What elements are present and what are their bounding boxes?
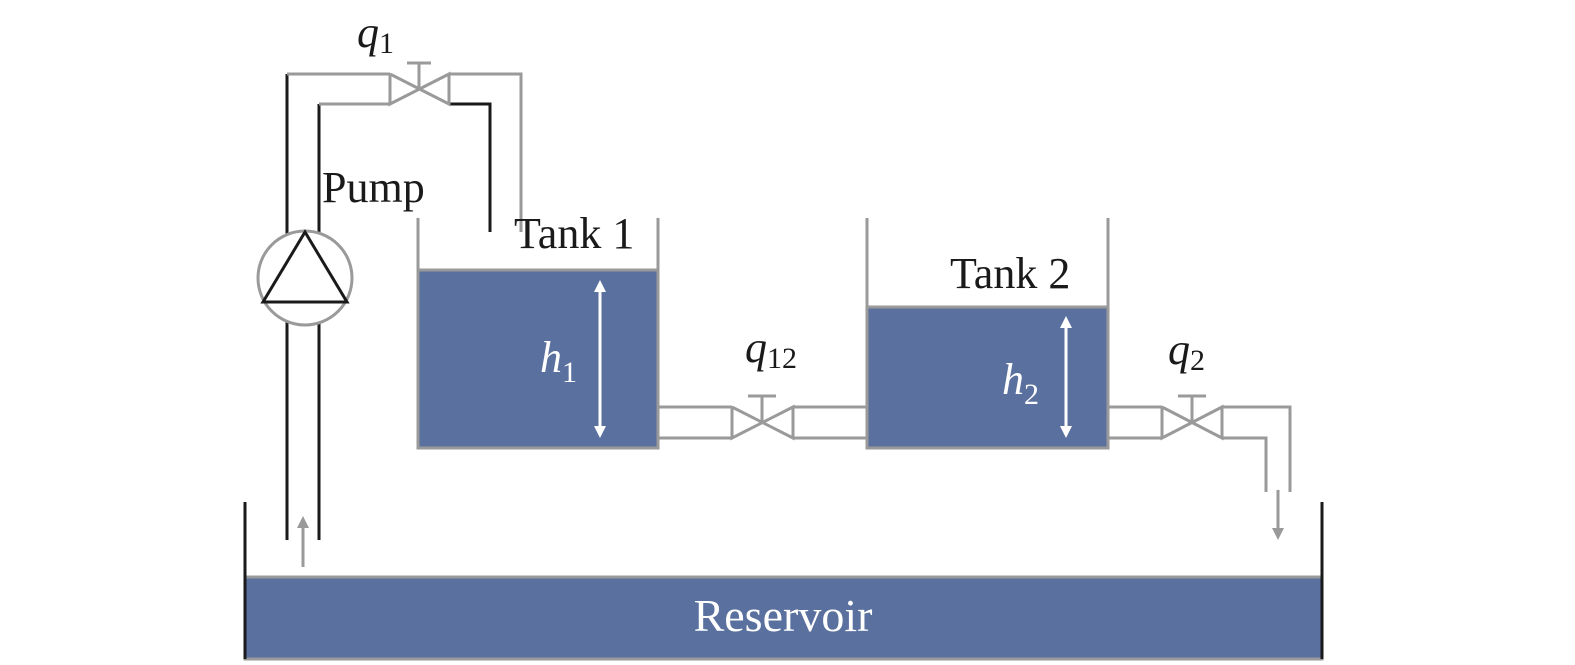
- top-pipe-right-outer: [449, 72, 523, 232]
- tank-1-water: [416, 268, 660, 450]
- tank-2-water: [865, 305, 1110, 450]
- pump-triangle-icon: [260, 229, 350, 304]
- valve-q1: q1: [357, 8, 451, 107]
- pump-circle: [256, 229, 354, 327]
- outlet-pipe-outer: [1222, 405, 1292, 492]
- outlet-pipe-inner: [1222, 436, 1268, 492]
- reservoir-label: Reservoir: [694, 590, 873, 641]
- tank-2: Tank 2 h2: [865, 218, 1110, 450]
- pump-label: Pump: [322, 163, 425, 212]
- flow-label-q12: q12: [745, 323, 797, 375]
- tank-2-label: Tank 2: [950, 249, 1070, 298]
- tank-1-label: Tank 1: [514, 209, 634, 258]
- top-pipe-right-inner: [449, 102, 492, 232]
- valve-q1-bowtie-icon: [388, 71, 451, 107]
- valve-q2: q2: [1108, 325, 1292, 540]
- level-label-h2: h2: [1002, 355, 1039, 411]
- flow-label-q2: q2: [1168, 325, 1205, 377]
- pump-symbol: Pump: [256, 163, 425, 327]
- reservoir-water: [243, 575, 1324, 661]
- flow-label-q1: q1: [357, 8, 394, 60]
- level-label-h1: h1: [540, 333, 577, 389]
- reservoir: Reservoir: [243, 502, 1324, 661]
- valve-q12: q12: [658, 323, 867, 441]
- valve-q12-bowtie-icon: [730, 404, 795, 441]
- tank-1: Tank 1 h1: [416, 209, 660, 450]
